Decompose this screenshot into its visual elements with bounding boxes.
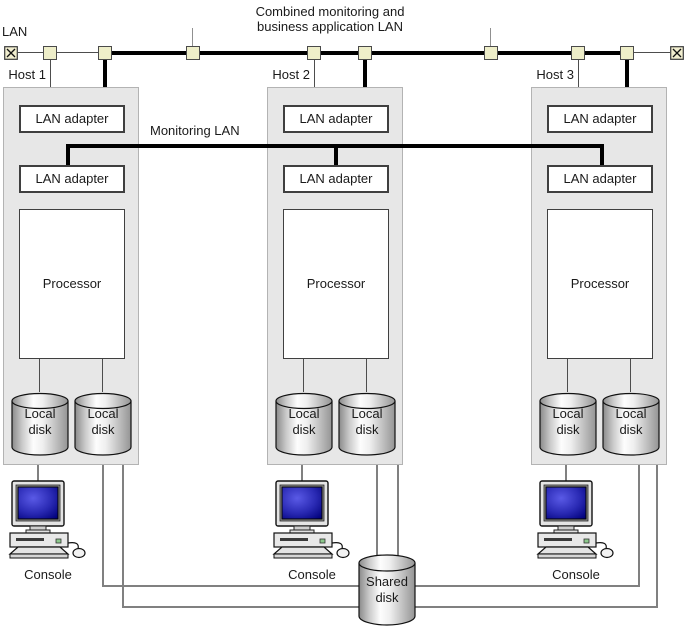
host3-lan-adapter-monitoring: LAN adapter bbox=[547, 165, 653, 193]
host2-console-line bbox=[301, 465, 303, 481]
host1-console: Console bbox=[6, 479, 90, 583]
host3-console-line bbox=[565, 465, 567, 481]
host1-shared-disk-line bbox=[102, 585, 361, 587]
host3-bus-drop-line bbox=[578, 60, 579, 87]
host2-adapter-bus-link bbox=[363, 60, 367, 105]
disk-cylinder-icon bbox=[11, 392, 69, 456]
host3-processor: Processor bbox=[547, 209, 653, 359]
bus-tap-icon bbox=[43, 46, 57, 60]
bus-tap-icon bbox=[571, 46, 585, 60]
host3-local-disk-2: Local disk bbox=[602, 392, 660, 456]
combined-lan-title-line1: Combined monitoring and bbox=[255, 4, 405, 19]
host1-shared-disk-line-2 bbox=[122, 606, 363, 608]
lan-terminator-icon bbox=[670, 46, 684, 60]
host2-lan-adapter-monitoring: LAN adapter bbox=[283, 165, 389, 193]
disk-cylinder-icon bbox=[539, 392, 597, 456]
host2-lan-adapter-top: LAN adapter bbox=[283, 105, 389, 133]
bus-tap-icon bbox=[307, 46, 321, 60]
host2-shared-disk-line bbox=[376, 465, 378, 560]
host1-monitoring-lan-link bbox=[66, 148, 70, 165]
bus-tap-icon bbox=[358, 46, 372, 60]
host3-box: LAN adapter LAN adapter Processor Local … bbox=[531, 87, 667, 465]
host2-monitoring-lan-link bbox=[334, 148, 338, 165]
host1-console-line bbox=[37, 465, 39, 481]
host2-name: Host 2 bbox=[272, 67, 310, 82]
host1-processor: Processor bbox=[19, 209, 125, 359]
local-disk-label: Local disk bbox=[24, 406, 56, 437]
host1-lan-adapter-monitoring: LAN adapter bbox=[19, 165, 125, 193]
disk-cylinder-icon bbox=[74, 392, 132, 456]
combined-lan-title-line2: business application LAN bbox=[257, 19, 403, 35]
host1-local-disk-2: Local disk bbox=[74, 392, 132, 456]
host2-local-disk-2: Local disk bbox=[338, 392, 396, 456]
host3-monitoring-lan-link bbox=[600, 148, 604, 165]
bus-tap-icon bbox=[484, 46, 498, 60]
console-computer-icon bbox=[536, 480, 614, 559]
host1-adapter-bus-link bbox=[103, 60, 107, 105]
processor-disk-line bbox=[102, 359, 103, 392]
host1-name: Host 1 bbox=[8, 67, 46, 82]
console-label: Console bbox=[288, 567, 336, 582]
lan-edge-label: LAN bbox=[2, 24, 28, 39]
local-disk-label: Local disk bbox=[351, 406, 383, 437]
shared-disk: Shared disk bbox=[358, 553, 416, 627]
processor-disk-line bbox=[39, 359, 40, 392]
host3-local-disk-1: Local disk bbox=[539, 392, 597, 456]
host3-shared-disk-line bbox=[412, 585, 640, 587]
host3-shared-disk-line-2 bbox=[656, 465, 658, 607]
host3-shared-disk-line-2 bbox=[412, 606, 658, 608]
host3-shared-disk-line bbox=[638, 465, 640, 586]
host1-lan-adapter-top: LAN adapter bbox=[19, 105, 125, 133]
monitoring-lan-label: Monitoring LAN bbox=[150, 123, 240, 138]
host1-box: LAN adapter LAN adapter Processor Local … bbox=[3, 87, 139, 465]
bus-tap-icon bbox=[186, 46, 200, 60]
console-computer-icon bbox=[8, 480, 86, 559]
disk-cylinder-icon bbox=[602, 392, 660, 456]
local-disk-label: Local disk bbox=[615, 406, 647, 437]
host2-shared-disk-line-2 bbox=[397, 465, 399, 560]
console-computer-icon bbox=[272, 480, 350, 559]
lan-terminator-icon bbox=[4, 46, 18, 60]
local-disk-label: Local disk bbox=[87, 406, 119, 437]
bus-tap-icon bbox=[98, 46, 112, 60]
bus-stub-line bbox=[490, 28, 491, 46]
host2-console: Console bbox=[270, 479, 354, 583]
host1-shared-disk-line bbox=[102, 465, 104, 586]
combined-lan-title: Combined monitoring and business applica… bbox=[229, 4, 431, 35]
console-label: Console bbox=[552, 567, 600, 582]
disk-cylinder-icon bbox=[275, 392, 333, 456]
processor-disk-line bbox=[303, 359, 304, 392]
bus-tap-icon bbox=[620, 46, 634, 60]
disk-cylinder-icon bbox=[338, 392, 396, 456]
monitoring-lan-line bbox=[66, 144, 604, 148]
host1-local-disk-1: Local disk bbox=[11, 392, 69, 456]
shared-disk-label: Shared disk bbox=[366, 574, 408, 605]
host3-name: Host 3 bbox=[536, 67, 574, 82]
host3-console: Console bbox=[534, 479, 618, 583]
processor-disk-line bbox=[567, 359, 568, 392]
host3-adapter-bus-link bbox=[625, 60, 629, 105]
local-disk-label: Local disk bbox=[552, 406, 584, 437]
host3-lan-adapter-top: LAN adapter bbox=[547, 105, 653, 133]
host2-local-disk-1: Local disk bbox=[275, 392, 333, 456]
bus-stub-line bbox=[192, 28, 193, 46]
processor-disk-line bbox=[366, 359, 367, 392]
host1-shared-disk-line-2 bbox=[122, 465, 124, 607]
processor-disk-line bbox=[630, 359, 631, 392]
combined-lan-thin-segment-right bbox=[630, 52, 670, 53]
console-label: Console bbox=[24, 567, 72, 582]
local-disk-label: Local disk bbox=[288, 406, 320, 437]
host2-processor: Processor bbox=[283, 209, 389, 359]
disk-cylinder-icon bbox=[358, 554, 416, 626]
host1-bus-drop-line bbox=[50, 60, 51, 87]
combined-lan-thin-segment-left bbox=[18, 52, 100, 53]
host2-bus-drop-line bbox=[314, 60, 315, 87]
